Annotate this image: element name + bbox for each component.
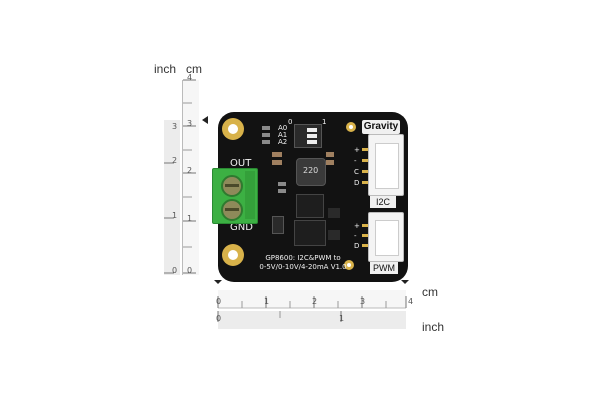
- smd-capacitor: [272, 160, 282, 165]
- smd-capacitor: [272, 152, 282, 157]
- ruler-inch-tick-3: 3: [172, 122, 178, 131]
- horizontal-ruler: 0 1 2 3 4 0 1 cm inch: [210, 280, 460, 340]
- ruler-inch-tick-0: 0: [172, 266, 178, 275]
- ruler-cm-tick-0: 0: [187, 266, 193, 275]
- smd-resistor: [278, 189, 286, 193]
- ruler-inch-tick-1: 1: [339, 314, 345, 323]
- smd-resistor: [278, 182, 286, 186]
- ruler-cm-tick-0: 0: [216, 297, 222, 306]
- gnd-label: GND: [230, 222, 253, 233]
- ruler-cm-tick-4: 4: [187, 73, 193, 82]
- ic-chip: [296, 194, 324, 218]
- mounting-hole-top-right: [346, 122, 356, 132]
- i2c-label: I2C: [370, 196, 396, 208]
- mounting-hole-bottom-right: [344, 260, 354, 270]
- ruler-unit-inch-label: inch: [154, 62, 177, 76]
- ruler-inch-tick-1: 1: [172, 211, 178, 220]
- terminal-screw-top[interactable]: [221, 175, 243, 197]
- pwm-pin-d: D: [354, 242, 360, 250]
- pwm-connector[interactable]: [368, 212, 404, 262]
- mounting-hole-bottom-left: [222, 244, 244, 266]
- switch-label-0: 0: [288, 118, 293, 126]
- ruler-cm-tick-3: 3: [187, 119, 193, 128]
- screw-terminal[interactable]: [212, 168, 258, 224]
- switch-label-1: 1: [322, 118, 327, 126]
- board-title-line2: 0-5V/0-10V/4-20mA V1.0: [259, 263, 347, 271]
- ruler-unit-inch-label: inch: [422, 320, 445, 334]
- ruler-cm-tick-2: 2: [187, 166, 193, 175]
- pwm-pin-plus: +: [354, 222, 360, 230]
- smd-capacitor: [326, 152, 334, 157]
- address-label-a2: A2: [278, 138, 288, 146]
- ruler-inch-strip: [164, 120, 180, 275]
- ruler-unit-cm-label: cm: [422, 285, 438, 299]
- address-dip-switch[interactable]: [294, 124, 322, 148]
- ruler-inch-tick-0: 0: [216, 314, 222, 323]
- i2c-pin-c: C: [354, 168, 359, 176]
- mounting-hole-top-left: [222, 118, 244, 140]
- i2c-pin-plus: +: [354, 146, 360, 154]
- ruler-inch-tick-2: 2: [172, 156, 178, 165]
- address-label-a1: A1: [278, 131, 288, 139]
- brand-label: Gravity: [362, 120, 400, 134]
- pwm-label: PWM: [370, 262, 398, 274]
- ruler-cm-tick-1: 1: [264, 297, 270, 306]
- smd-resistor: [262, 126, 270, 130]
- smd-resistor: [262, 133, 270, 137]
- smd-resistor: [262, 140, 270, 144]
- terminal-screw-bottom[interactable]: [221, 199, 243, 221]
- pwm-pin-minus: -: [354, 232, 357, 240]
- vertical-ruler-ticks: [164, 79, 208, 274]
- smd-capacitor: [326, 160, 334, 165]
- ic-chip: [328, 230, 340, 240]
- ruler-cm-tick-4: 4: [408, 297, 414, 306]
- ruler-cm-tick-1: 1: [187, 214, 193, 223]
- address-label-a0: A0: [278, 124, 288, 132]
- i2c-pin-d: D: [354, 179, 360, 187]
- ic-chip: [328, 208, 340, 218]
- pcb-board: Gravity 0 1 A0 A1 A2 220 OUT GND: [212, 112, 408, 282]
- inductor-code: 220: [303, 166, 319, 175]
- ruler-cm-tick-3: 3: [360, 297, 366, 306]
- board-title-line1: GP8600: I2C&PWM to: [265, 254, 341, 262]
- ic-chip: [294, 220, 326, 246]
- i2c-connector[interactable]: [368, 134, 404, 196]
- ic-chip: [272, 216, 284, 234]
- i2c-pin-minus: -: [354, 157, 357, 165]
- power-inductor: 220: [296, 158, 326, 186]
- ruler-unit-cm-label: cm: [186, 62, 202, 76]
- out-label: OUT: [230, 158, 252, 169]
- horizontal-ruler-ticks: [214, 280, 409, 329]
- ruler-cm-tick-2: 2: [312, 297, 318, 306]
- ruler-cm-strip: [182, 80, 199, 275]
- vertical-ruler: inch cm 0 1 2 3 0 1 2 3 4: [150, 60, 210, 290]
- board-title: GP8600: I2C&PWM to 0-5V/0-10V/4-20mA V1.…: [248, 254, 358, 272]
